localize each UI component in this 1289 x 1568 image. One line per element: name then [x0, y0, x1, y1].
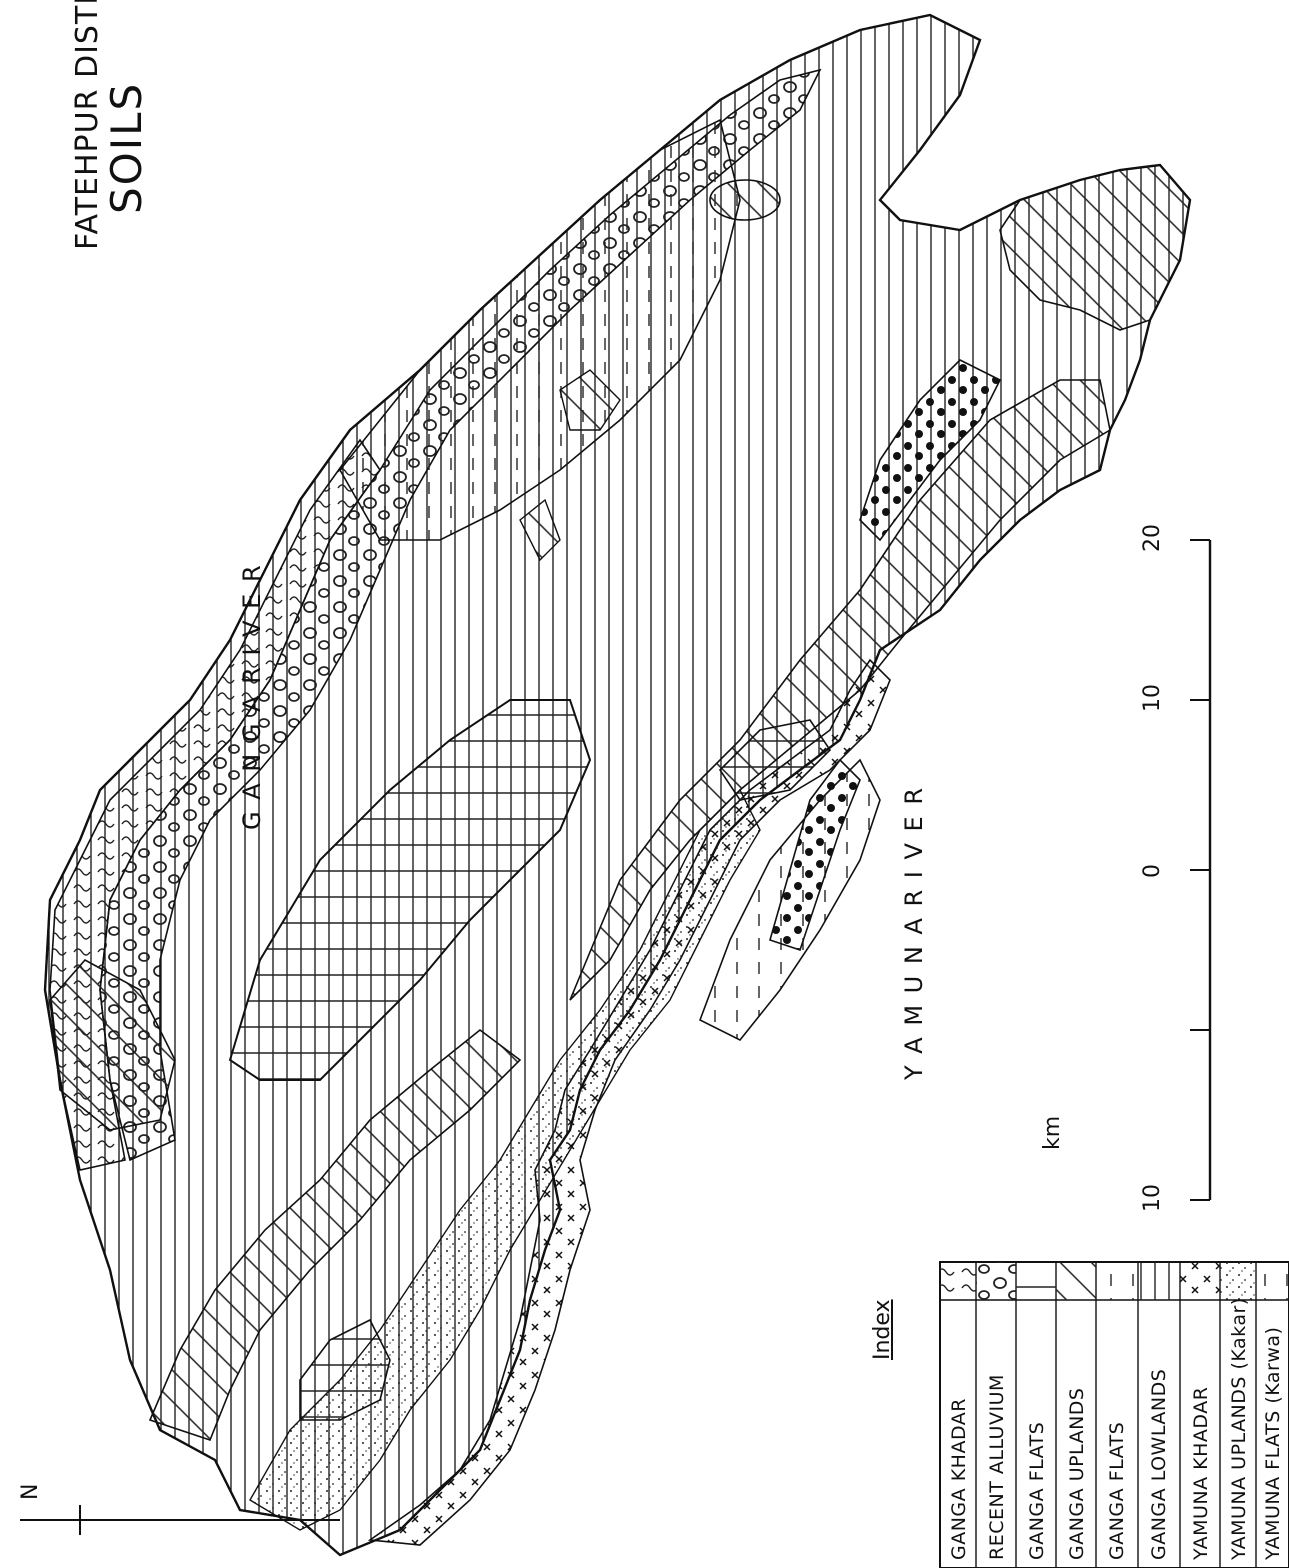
yamuna-river-label: Y A M U N A R I V E R — [900, 785, 928, 1080]
legend-label: RECENT ALLUVIUM — [986, 1374, 1008, 1560]
ganga-uplands-band — [148, 1028, 522, 1441]
legend-label: YAMUNA FLATS (Karwa) — [1262, 1326, 1284, 1560]
scale-tick-label: 20 — [1140, 524, 1165, 552]
legend-label: YAMUNA KHADAR — [1190, 1386, 1212, 1560]
scale-tick-label: 10 — [1140, 684, 1165, 712]
ganga-river-label: G A N G A R I V E R — [238, 563, 266, 830]
legend-swatch-yamuna-flats — [1256, 1262, 1289, 1300]
ganga-flats-central — [228, 699, 592, 1081]
legend-swatch-ganga-flats — [1016, 1262, 1056, 1300]
ganga-lowland-ponds — [519, 369, 621, 562]
legend-label: GANGA KHADAR — [948, 1398, 970, 1560]
legend-table — [939, 1261, 1289, 1568]
map-title: FATEHPUR DISTRICT SOILS — [70, 0, 151, 250]
legend-swatch-ganga-khadar — [940, 1262, 976, 1300]
yamuna-uplands-dots — [769, 758, 861, 952]
yamuna-khadar-band — [367, 658, 891, 1546]
legend-label: GANGA LOWLANDS — [1148, 1368, 1170, 1560]
legend-heading: Index — [870, 1299, 895, 1360]
scale-tick-label: 10 — [1140, 1184, 1165, 1212]
legend-label: GANGA UPLANDS — [1066, 1387, 1088, 1560]
scale-tick-label: 0 — [1140, 864, 1165, 878]
scale-unit: km — [1040, 1115, 1065, 1150]
legend-swatch-yamuna-khadar — [1180, 1262, 1220, 1300]
ganga-uplands-upper — [49, 958, 176, 1131]
legend-label: YAMUNA UPLANDS (Kakar) — [1228, 1297, 1250, 1560]
legend-label: GANGA FLATS — [1106, 1421, 1128, 1560]
legend-swatch-ganga-flats-dashed — [1096, 1262, 1138, 1300]
map-title-main: SOILS — [102, 81, 151, 214]
yamuna-uplands-dots-east — [859, 359, 1002, 542]
north-label: N — [18, 1483, 43, 1500]
legend-swatch-ganga-uplands — [1056, 1262, 1096, 1300]
map-subtitle: FATEHPUR DISTRICT — [70, 0, 105, 250]
north-arrow — [20, 1505, 340, 1535]
ganga-flats-dashed-north — [339, 118, 741, 541]
legend-label: GANGA FLATS — [1026, 1421, 1048, 1560]
legend-swatch-yamuna-uplands — [1220, 1262, 1256, 1300]
ganga-uplands-north — [999, 164, 1191, 331]
scale-bar — [1190, 539, 1212, 1201]
yamuna-flats-stipple — [249, 788, 761, 1531]
legend-swatch-recent-alluvium — [976, 1262, 1016, 1300]
legend-swatch-ganga-lowlands — [1138, 1262, 1180, 1300]
recent-alluvium-band — [99, 68, 822, 1162]
